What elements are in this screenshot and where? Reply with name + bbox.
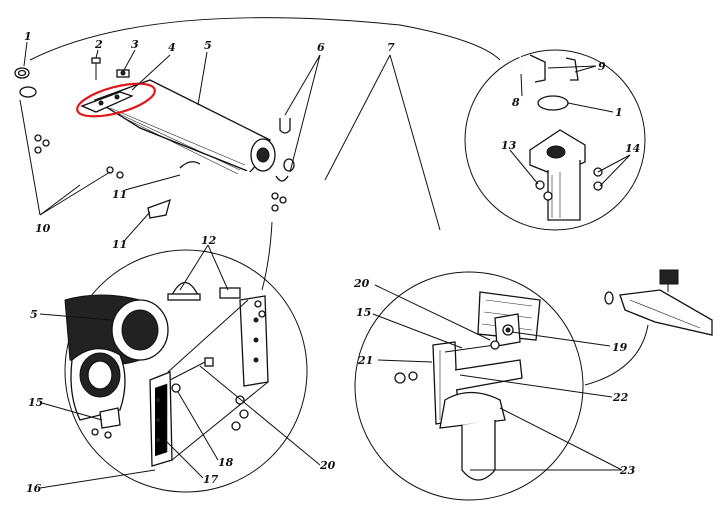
nuts-left	[34, 134, 287, 212]
callout-5-detail: 5	[30, 308, 38, 321]
u-clip-6	[275, 118, 291, 182]
callout-7: 7	[387, 41, 395, 54]
connector-arc-rear	[584, 324, 649, 386]
callout-4: 4	[168, 41, 176, 54]
callout-11-upper: 11	[112, 188, 127, 201]
callout-8: 8	[512, 96, 520, 109]
washer-3	[116, 69, 130, 78]
callout-15-left: 15	[28, 396, 43, 409]
callout-17: 17	[203, 473, 219, 486]
callout-5-main: 5	[204, 39, 212, 52]
callout-22: 22	[612, 391, 629, 404]
leader-lines	[19, 41, 631, 489]
clamp-bracket-4	[80, 91, 134, 113]
callout-16: 16	[26, 482, 42, 495]
rear-hanger	[619, 269, 713, 336]
callout-9: 9	[598, 60, 606, 73]
callout-3: 3	[131, 38, 139, 51]
detail-circle-flange	[464, 49, 646, 231]
front-exhaust-pipe	[14, 67, 191, 181]
callout-20-left: 20	[319, 459, 336, 472]
flange-detail	[519, 54, 603, 221]
callout-14: 14	[625, 142, 640, 155]
rear-bracket-detail	[394, 291, 541, 481]
callout-19: 19	[612, 341, 628, 354]
callout-20-right: 20	[353, 277, 370, 290]
callout-11-lower: 11	[112, 238, 127, 251]
callout-15-right: 15	[356, 306, 371, 319]
tail-pipe-7	[283, 158, 614, 305]
muffler-bracket-detail	[64, 281, 269, 467]
clamp-11	[147, 161, 201, 219]
detail-circle-rear-bracket	[354, 271, 584, 501]
callout-2: 2	[94, 38, 103, 51]
callout-18: 18	[218, 456, 234, 469]
callout-1-front: 1	[24, 30, 32, 43]
callout-21: 21	[357, 354, 373, 367]
callout-10: 10	[35, 222, 51, 235]
connector-arc-top	[29, 17, 501, 61]
callout-12: 12	[201, 234, 217, 247]
callout-1-flange: 1	[615, 106, 623, 119]
muffler-body	[93, 79, 276, 207]
callout-6: 6	[317, 41, 325, 54]
callout-23: 23	[619, 464, 636, 477]
highlight-circle	[76, 82, 156, 118]
connector-arc-bracket	[261, 221, 273, 291]
bolt-2	[91, 57, 101, 80]
gasket-1	[537, 95, 569, 111]
detail-circle-muffler-bracket	[64, 249, 308, 493]
callout-labels: 1 2 3 4 5 6 7 8 9 1 10 11 11 12 13 14 5 …	[24, 30, 640, 495]
callout-13: 13	[501, 139, 517, 152]
